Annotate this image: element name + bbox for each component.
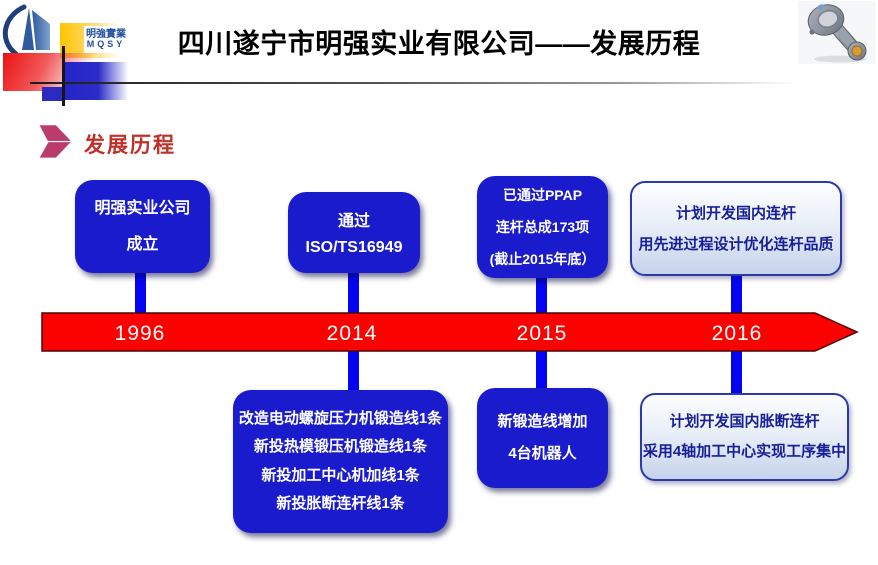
- timeline-stem-2014-bottom: [348, 351, 359, 392]
- logo-text-box: 明強實業 MQSY: [84, 26, 128, 53]
- timeline-stem-2015-bottom: [536, 351, 547, 390]
- decor-blue-block: [63, 62, 131, 100]
- milestone-line: 新投胀断连杆线1条: [276, 495, 405, 512]
- decor-horizontal-rule: [30, 82, 818, 84]
- milestone-line: 成立: [126, 235, 159, 253]
- milestone-line: 采用4轴加工中心实现工序集中: [642, 443, 847, 460]
- logo-company-name-cn: 明強實業: [86, 29, 126, 41]
- decor-blue-step-block: [42, 87, 64, 101]
- milestone-line: 用先进过程设计优化连杆品质: [638, 235, 834, 253]
- timeline-stem-2015-top: [536, 276, 547, 315]
- milestone-line: 新投热模锻压机锻造线1条: [253, 438, 428, 455]
- timeline-stem-2016-bottom: [731, 351, 742, 395]
- logo-company-abbrev: MQSY: [86, 39, 126, 50]
- company-logo-icon: [2, 4, 50, 57]
- milestone-line: (截止2015年底）: [489, 251, 596, 267]
- timeline-stem-1996-top: [135, 270, 146, 315]
- milestone-line: 已通过PPAP: [502, 187, 583, 203]
- milestone-line: 新投加工中心机加线1条: [261, 466, 420, 484]
- milestone-line: 新锻造线增加: [497, 413, 588, 430]
- section-title: 发展历程: [84, 134, 176, 157]
- timeline-year-2016: 2016: [711, 322, 763, 345]
- timeline-stem-2014-top: [348, 268, 359, 315]
- milestone-box-2014-bottom: 改造电动螺旋压力机锻造线1条 新投热模锻压机锻造线1条 新投加工中心机加线1条 …: [233, 390, 448, 533]
- milestone-box-2015-bottom: 新锻造线增加 4台机器人: [477, 388, 608, 488]
- milestone-line: 4台机器人: [508, 445, 577, 462]
- decor-vertical-rule: [62, 46, 65, 106]
- milestone-box-1996: 明强实业公司 成立: [75, 180, 210, 273]
- timeline-year-1996: 1996: [114, 322, 166, 345]
- milestone-box-2014-top: 通过 ISO/TS16949: [288, 192, 420, 273]
- timeline-year-2015: 2015: [516, 322, 568, 345]
- connecting-rod-image: [798, 1, 875, 64]
- milestone-line: 改造电动螺旋压力机锻造线1条: [238, 409, 443, 427]
- milestone-box-2016-bottom: 计划开发国内胀断连杆 采用4轴加工中心实现工序集中: [640, 393, 849, 481]
- page-title: 四川遂宁市明强实业有限公司——发展历程: [177, 29, 701, 59]
- milestone-line: 明强实业公司: [94, 199, 191, 217]
- milestone-line: 通过 ISO/TS16949: [305, 213, 403, 256]
- milestone-box-2015-top: 已通过PPAP 连杆总成173项 (截止2015年底）: [477, 176, 608, 278]
- timeline-stem-2016-top: [731, 270, 742, 315]
- milestone-line: 连杆总成173项: [495, 219, 590, 235]
- milestone-box-2016-top: 计划开发国内连杆 用先进过程设计优化连杆品质: [630, 181, 842, 276]
- chevron-right-icon: [39, 125, 71, 158]
- timeline-year-2014: 2014: [326, 322, 378, 345]
- milestone-line: 计划开发国内胀断连杆: [669, 413, 820, 430]
- milestone-line: 计划开发国内连杆: [675, 204, 796, 222]
- timeline-arrow: [41, 312, 859, 352]
